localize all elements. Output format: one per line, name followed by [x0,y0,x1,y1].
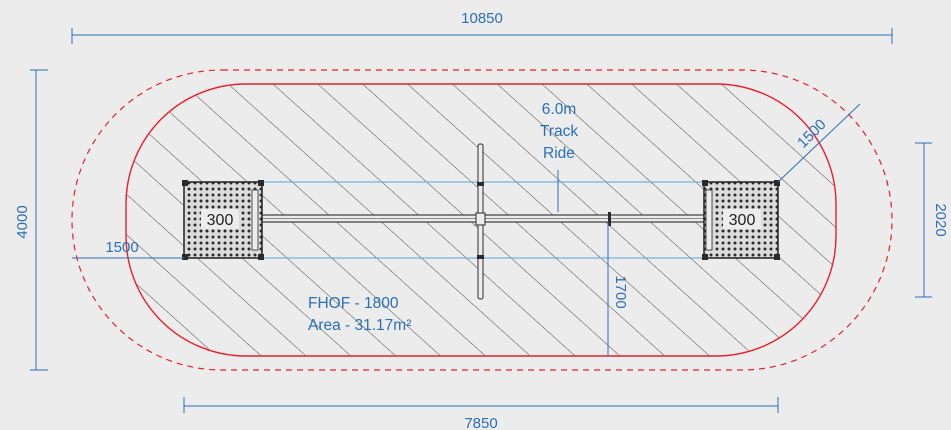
dimension-track-height [915,142,932,298]
fall-height-label: 1700 [612,275,629,308]
trolley [475,143,486,300]
right-support-value: 300 [729,212,756,229]
track-ride-word-ride: Ride [543,145,575,162]
stop-buffer [608,212,611,226]
dimension-overall-width [71,28,893,44]
dimension-overall-height [30,69,48,371]
side-clearance-label: 1500 [105,239,138,256]
right-support [702,180,780,260]
overall-height-label: 4000 [14,205,31,238]
track-ride-length: 6.0m [542,101,576,118]
dimension-inner-width [183,397,779,413]
dimension-corner-clearance [777,103,861,183]
fhof-label: FHOF - 1800 [308,295,399,312]
inner-width-label: 7850 [464,415,497,430]
overall-width-label: 10850 [461,10,503,27]
area-label: Area - 31.17m² [308,317,411,334]
track-ride-word-track: Track [540,123,578,140]
left-support-value: 300 [207,212,234,229]
left-support [182,180,264,260]
track-height-label: 2020 [932,203,949,236]
